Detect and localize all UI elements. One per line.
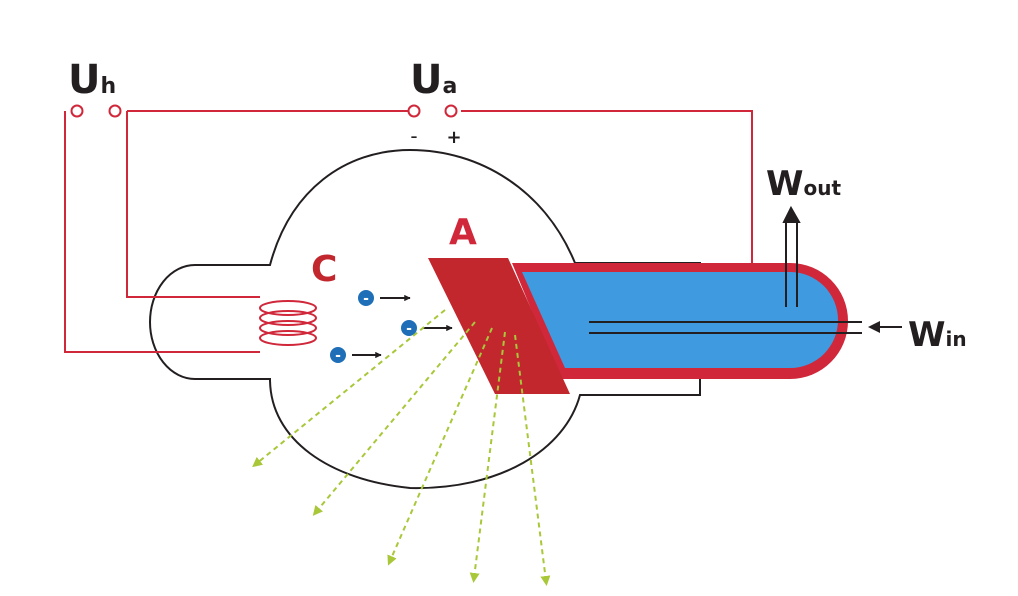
coolant-channel xyxy=(522,272,838,368)
xray-beams xyxy=(252,309,551,586)
circuit-wires xyxy=(64,110,753,353)
ua-minus-sign: - xyxy=(410,124,417,148)
label-ua: Ua xyxy=(410,57,457,103)
terminals xyxy=(70,104,458,118)
ua-plus-sign: + xyxy=(446,127,461,148)
electron-icon xyxy=(401,320,417,336)
label-uh: Uh xyxy=(68,57,116,103)
electron-sign: - xyxy=(406,321,412,337)
glass-envelope xyxy=(149,148,701,490)
filament-coil xyxy=(259,300,317,346)
coolant-pipes xyxy=(589,205,862,334)
electron-icon xyxy=(358,290,374,306)
label-w-in: Win xyxy=(908,315,967,355)
xray-beam xyxy=(252,309,446,468)
electron-sign: - xyxy=(335,348,341,364)
electrons: - - - xyxy=(330,290,453,364)
terminal-ua-plus xyxy=(444,104,458,118)
xray-beam xyxy=(387,327,493,566)
label-w-out: Wout xyxy=(766,164,841,204)
label-anode: A xyxy=(449,212,477,253)
terminal-uh-right xyxy=(108,104,122,118)
electron-2: - xyxy=(401,320,453,337)
terminal-ua-minus xyxy=(407,104,421,118)
terminal-uh-left xyxy=(70,104,84,118)
electron-sign: - xyxy=(363,291,369,307)
electron-1: - xyxy=(358,290,411,307)
label-cathode: C xyxy=(311,249,337,290)
electron-icon xyxy=(330,347,346,363)
anode-target xyxy=(428,258,570,394)
electron-3: - xyxy=(330,347,382,364)
w-in-arrow xyxy=(868,321,902,333)
